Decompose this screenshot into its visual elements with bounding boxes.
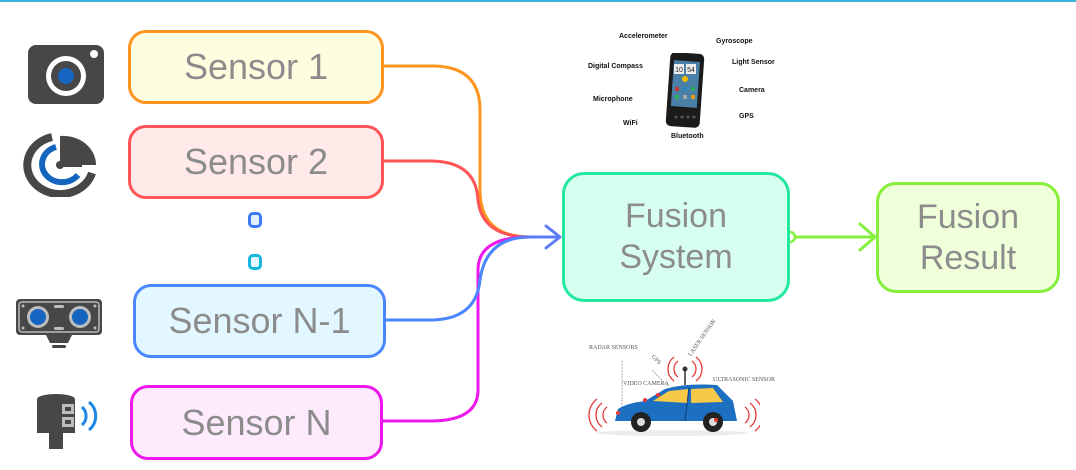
- edge-sensorN-to-fusion: [383, 235, 531, 423]
- stereo-camera-icon: [16, 299, 102, 348]
- arrowhead-to-fusion-system: [544, 224, 562, 250]
- car-icon: [588, 356, 760, 436]
- edge-sensor2-to-fusion: [384, 159, 531, 239]
- camera-icon: [28, 45, 104, 104]
- sensor-n-label: Sensor N: [181, 401, 332, 443]
- autonomous-car-sensors-image: RADAR SENSORS GPS LASER SENSOR VIDEO CAM…: [585, 319, 775, 440]
- fusion-system-label-line1: Fusion: [624, 197, 728, 236]
- sensor-2-node[interactable]: Sensor 2: [128, 125, 384, 199]
- smartphone-icon: 10 54: [665, 53, 705, 128]
- ellipsis-marker: [248, 212, 262, 228]
- label-wifi: WiFi: [623, 120, 638, 127]
- svg-text:54: 54: [687, 67, 695, 74]
- label-light-sensor: Light Sensor: [732, 59, 775, 66]
- smartphone-sensors-image: Accelerometer Gyroscope Digital Compass …: [585, 25, 775, 150]
- sensor-n-minus-1-label: Sensor N-1: [168, 300, 351, 342]
- fusion-system-label-line2: System: [619, 238, 733, 276]
- label-accelerometer: Accelerometer: [619, 33, 668, 40]
- label-gps: GPS: [739, 113, 754, 120]
- sensor-1-label: Sensor 1: [183, 46, 329, 88]
- label-gyroscope: Gyroscope: [716, 38, 753, 45]
- svg-text:10: 10: [675, 67, 683, 74]
- label-digital-compass: Digital Compass: [588, 63, 643, 70]
- label-camera: Camera: [739, 87, 765, 94]
- label-video-camera: VIDEO CAMERA: [623, 381, 669, 387]
- top-border-rule: [0, 0, 1076, 2]
- label-ultrasonic-sensor: ULTRASONIC SENSOR: [713, 377, 775, 383]
- sensor-1-node[interactable]: Sensor 1: [128, 30, 384, 104]
- ellipsis-marker: [248, 254, 262, 270]
- fusion-system-node[interactable]: Fusion System: [562, 172, 790, 302]
- fusion-result-label-line1: Fusion: [916, 197, 1020, 236]
- sensor-n-minus-1-node[interactable]: Sensor N-1: [133, 284, 386, 358]
- label-bluetooth: Bluetooth: [671, 133, 704, 140]
- arrowhead-to-fusion-result: [858, 222, 877, 252]
- label-radar-sensors: RADAR SENSORS: [589, 345, 638, 351]
- sensor-n-node[interactable]: Sensor N: [130, 385, 383, 460]
- label-microphone: Microphone: [593, 96, 633, 103]
- ultrasonic-sensor-icon: [37, 394, 98, 449]
- sensor-2-label: Sensor 2: [183, 141, 329, 183]
- edge-sensorN1-to-fusion: [386, 235, 531, 322]
- radar-sensor-icon: [23, 133, 97, 197]
- edge-sensor1-to-fusion: [384, 64, 531, 239]
- fusion-result-label-line2: Result: [919, 238, 1017, 277]
- fusion-result-node[interactable]: Fusion Result: [876, 182, 1060, 293]
